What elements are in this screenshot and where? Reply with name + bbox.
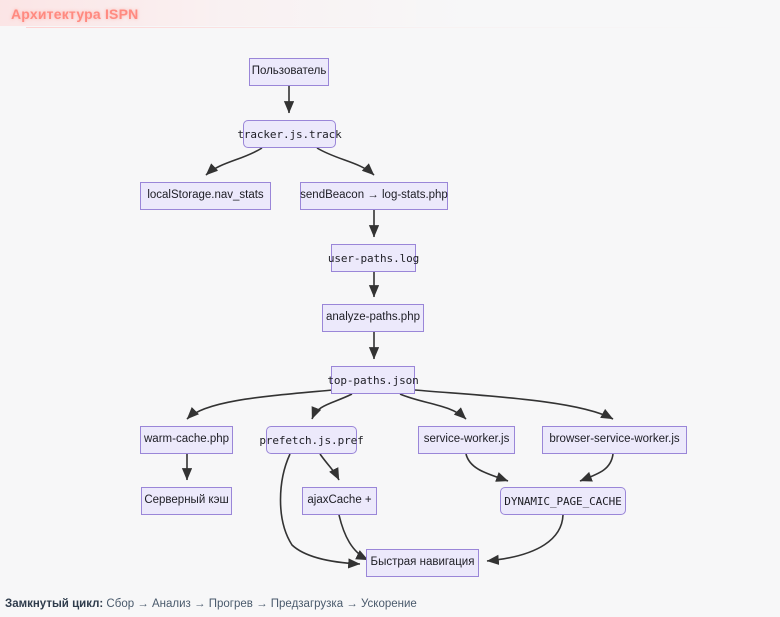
node-server-cache[interactable]: Серверный кэш [141, 487, 232, 515]
page-title: Архитектура ISPN [11, 6, 139, 22]
header-divider [26, 27, 756, 28]
edge-serviceworker-to-dynamicpagecache [465, 453, 509, 482]
node-localstorage-nav-stats[interactable]: localStorage.nav_stats [140, 182, 271, 210]
edge-tracker-to-sendbeacon [316, 147, 375, 176]
edge-toppaths-to-warmcache [186, 389, 334, 420]
edge-prefetch-to-ajaxcache [319, 453, 340, 481]
edge-toppaths-to-prefetch [311, 393, 353, 420]
node-analyze-paths-php[interactable]: analyze-paths.php [322, 304, 424, 332]
node-service-worker-js[interactable]: service-worker.js [418, 426, 515, 454]
footer-flow-text: Сбор → Анализ → Прогрев → Предзагрузка →… [103, 598, 417, 610]
header-background-band [0, 0, 780, 26]
node-warm-cache-php[interactable]: warm-cache.php [140, 426, 233, 454]
node-dynamic-page-cache[interactable]: DYNAMIC_PAGE_CACHE [500, 487, 626, 515]
edge-tracker-to-localstorage [205, 147, 263, 176]
node-browser-service-worker-js[interactable]: browser-service-worker.js [542, 426, 687, 454]
node-user[interactable]: Пользователь [249, 58, 329, 86]
edge-toppaths-to-browserserviceworker [414, 389, 614, 420]
footer-label: Замкнутый цикл: [5, 598, 104, 610]
node-fast-navigation[interactable]: Быстрая навигация [366, 549, 479, 577]
node-prefetch-js-pref[interactable]: prefetch.js.pref [259, 426, 364, 454]
edge-dynamicpagecache-to-fastnav [486, 514, 564, 565]
node-sendbeacon-log-stats[interactable]: sendBeacon → log-stats.php [300, 182, 448, 210]
edge-browserserviceworker-to-dynamicpagecache [579, 453, 614, 482]
node-ajaxcache[interactable]: ajaxCache + [302, 487, 377, 515]
edge-ajaxcache-to-fastnav [338, 514, 369, 561]
edge-prefetch-to-fastnav [279, 453, 361, 569]
footer-cycle-summary: Замкнутый цикл: Сбор → Анализ → Прогрев … [5, 598, 417, 610]
node-user-paths-log[interactable]: user-paths.log [328, 244, 419, 272]
edge-toppaths-to-serviceworker [399, 393, 467, 420]
node-top-paths-json[interactable]: top-paths.json [327, 366, 419, 394]
node-tracker-js-track[interactable]: tracker.js.track [237, 120, 342, 148]
